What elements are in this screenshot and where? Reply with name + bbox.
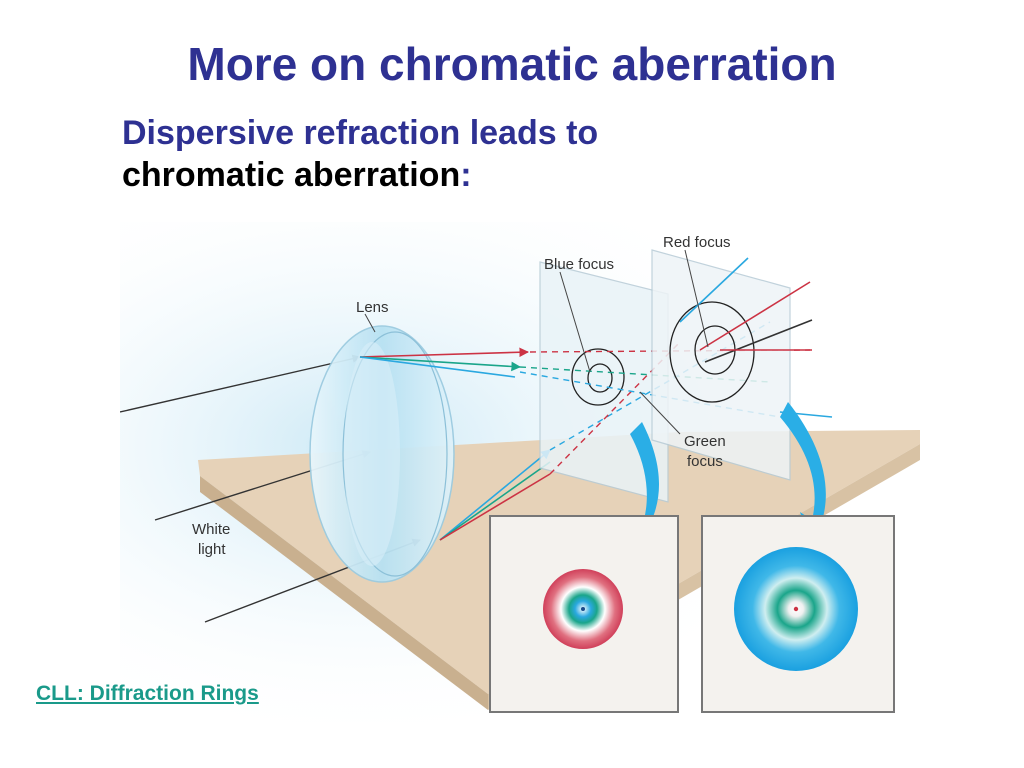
blue-focus-label: Blue focus	[544, 256, 614, 273]
curved-arrow-red-focus	[780, 402, 838, 542]
white-light-label-line-2: light	[198, 541, 226, 558]
lens	[309, 325, 455, 583]
curved-arrow-blue-focus	[625, 422, 660, 557]
lens-label: Lens	[356, 299, 389, 316]
subtitle: Dispersive refraction leads to chromatic…	[122, 112, 598, 196]
slide-title: More on chromatic aberration	[187, 38, 837, 90]
white-light-label-line-1: White	[192, 521, 230, 538]
diffraction-rings-link[interactable]: CLL: Diffraction Rings	[36, 682, 259, 705]
red-focus-plate	[651, 249, 791, 481]
subtitle-line-1: Dispersive refraction leads to	[122, 114, 599, 152]
label-leaders	[364, 249, 709, 435]
subtitle-colon: :	[460, 156, 472, 194]
refracted-rays	[359, 347, 551, 541]
green-focus-label-line-1: Green	[684, 433, 726, 450]
red-focus-result-panel	[701, 515, 895, 713]
blue-focus-circles	[571, 348, 625, 406]
table-edge-left	[200, 476, 488, 710]
blue-focus-result-panel	[489, 515, 679, 713]
subtitle-line-2: chromatic aberration	[122, 156, 461, 194]
chromatic-aberration-diagram: Lens Blue focus Red focus Green focus Wh…	[120, 222, 920, 722]
red-focus-label: Red focus	[663, 234, 731, 251]
green-focus-label-line-2: focus	[687, 453, 723, 470]
exiting-rays	[679, 257, 833, 418]
